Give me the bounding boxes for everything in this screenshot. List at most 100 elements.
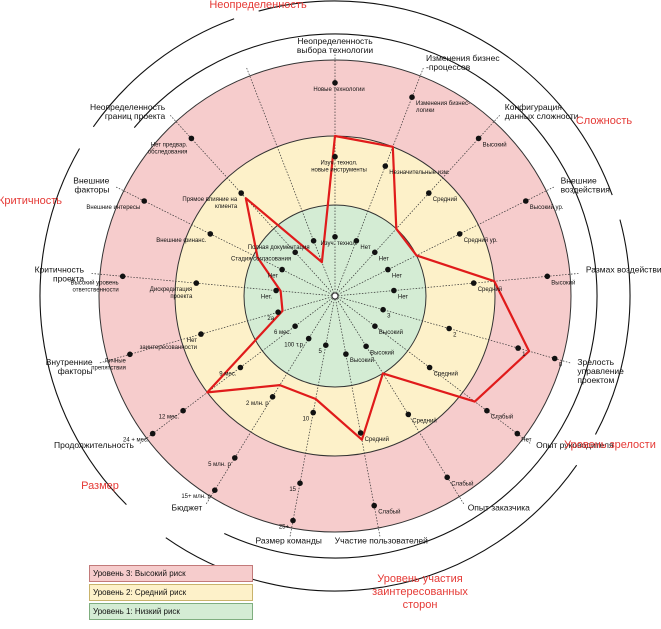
legend-item-medium: Уровень 2: Средний риск: [89, 584, 253, 601]
marker-12-1: [198, 331, 204, 337]
marker-13-2: [119, 273, 126, 280]
legend: Уровень 3: Высокий риск Уровень 2: Средн…: [89, 565, 253, 620]
marker-label-13-0: Нет.: [261, 295, 273, 301]
marker-label-2-2: Высокий: [483, 141, 507, 148]
arc-maturity: [594, 219, 631, 435]
marker-7-2: [444, 474, 451, 481]
spoke-7: [334, 295, 465, 506]
marker-label-3-0: Нет: [392, 274, 402, 280]
arc-size: [39, 148, 127, 505]
spoke-8: [334, 295, 381, 538]
marker-label-6-3: Нет: [521, 438, 531, 444]
marker-label-12-0: 2а: [267, 316, 274, 322]
marker-label-15-0: Стадия согласования: [231, 256, 291, 262]
marker-label-3-2: Высокий ур.: [530, 204, 564, 211]
marker-2-2: [475, 135, 482, 142]
marker-label-2-0: Нет: [379, 256, 389, 262]
marker-label-7-1: Средний: [412, 417, 436, 424]
marker-14-2: [141, 198, 147, 204]
axis-name-11: Продолжительность: [54, 440, 134, 450]
spoke-4: [334, 272, 580, 297]
marker-label-9-3: 25+: [279, 525, 290, 531]
risk-profile-polygon: [206, 134, 531, 441]
marker-5-3: [551, 355, 558, 362]
spoke-12: [98, 295, 336, 364]
marker-label-5-1: 2: [453, 333, 457, 339]
marker-5-0: [380, 306, 386, 313]
group-label-4: Уровень зрелости: [564, 439, 656, 451]
marker-12-0: [275, 309, 281, 316]
marker-10-2: [232, 455, 238, 461]
marker-label-6-2: Слабый: [491, 414, 513, 421]
marker-6-0: [372, 323, 378, 330]
spoke-3: [334, 186, 556, 297]
group-arcs: [39, 0, 631, 592]
marker-6-1: [426, 364, 433, 371]
marker-label-14-0: Нет: [268, 274, 278, 280]
arc-complexity: [258, 0, 613, 196]
marker-0-1: [332, 153, 338, 160]
arc-inner: [133, 33, 598, 559]
marker-2-1: [426, 190, 432, 196]
axis-name-6: Опыт руководителя: [536, 440, 614, 450]
marker-label-8-2: Слабый: [378, 509, 400, 516]
axis-name-9: Размер команды: [255, 536, 321, 546]
marker-label-6-1: Средний: [434, 371, 458, 378]
marker-label-15-2: Нет предвар.обследования: [148, 142, 188, 155]
center-dot: [331, 292, 339, 300]
marker-0-2: [332, 80, 338, 86]
marker-label-10-1: 2 млн. р: [246, 401, 269, 407]
marker-3-0: [385, 266, 391, 273]
group-label-1: Сложность: [576, 115, 633, 127]
marker-16-0: [310, 238, 317, 244]
legend-item-high: Уровень 3: Высокий риск: [89, 565, 253, 582]
marker-10-0: [305, 335, 312, 342]
marker-label-2-1: Средний: [433, 196, 457, 203]
marker-5-2: [515, 345, 521, 351]
marker-label-10-2: 5 млн. р: [208, 462, 231, 468]
marker-label-11-3: 24 + мес.: [123, 438, 149, 444]
spoke-14: [114, 186, 336, 297]
marker-label-11-1: 9 мес.: [219, 372, 236, 378]
axis-name-8: Участие пользователей: [335, 536, 428, 546]
marker-label-5-0: 3: [387, 314, 391, 320]
marker-1-1: [382, 163, 389, 169]
marker-label-11-2: 12 мес.: [159, 415, 180, 421]
spoke-2: [334, 113, 501, 297]
axis-markers: Изуч. технол.Изуч. технол.новые инструме…: [70, 80, 575, 531]
marker-1-0: [353, 238, 360, 244]
marker-8-0: [343, 351, 349, 357]
marker-label-5-2: 1: [522, 352, 526, 358]
axis-name-7: Опыт заказчика: [468, 502, 530, 512]
marker-9-0: [323, 342, 329, 349]
marker-label-1-0: Нет: [360, 245, 370, 251]
spoke-10: [205, 295, 336, 506]
marker-label-3-1: Средний ур.: [464, 237, 498, 244]
arc-criticality: [92, 18, 235, 128]
marker-6-3: [514, 430, 521, 437]
marker-8-1: [357, 430, 364, 436]
marker-label-0-2: Новые технологии: [313, 87, 364, 93]
marker-label-10-0: 100 т.р.: [284, 343, 305, 349]
marker-13-0: [273, 287, 279, 294]
marker-label-7-2: Слабый: [451, 480, 473, 487]
spoke-16: [245, 66, 336, 297]
marker-7-0: [363, 343, 369, 350]
marker-2-0: [372, 249, 378, 256]
marker-label-0-0: Изуч. технол.: [320, 241, 357, 247]
group-label-3: Размер: [81, 480, 119, 492]
marker-7-1: [405, 411, 412, 418]
marker-9-3: [290, 517, 296, 524]
